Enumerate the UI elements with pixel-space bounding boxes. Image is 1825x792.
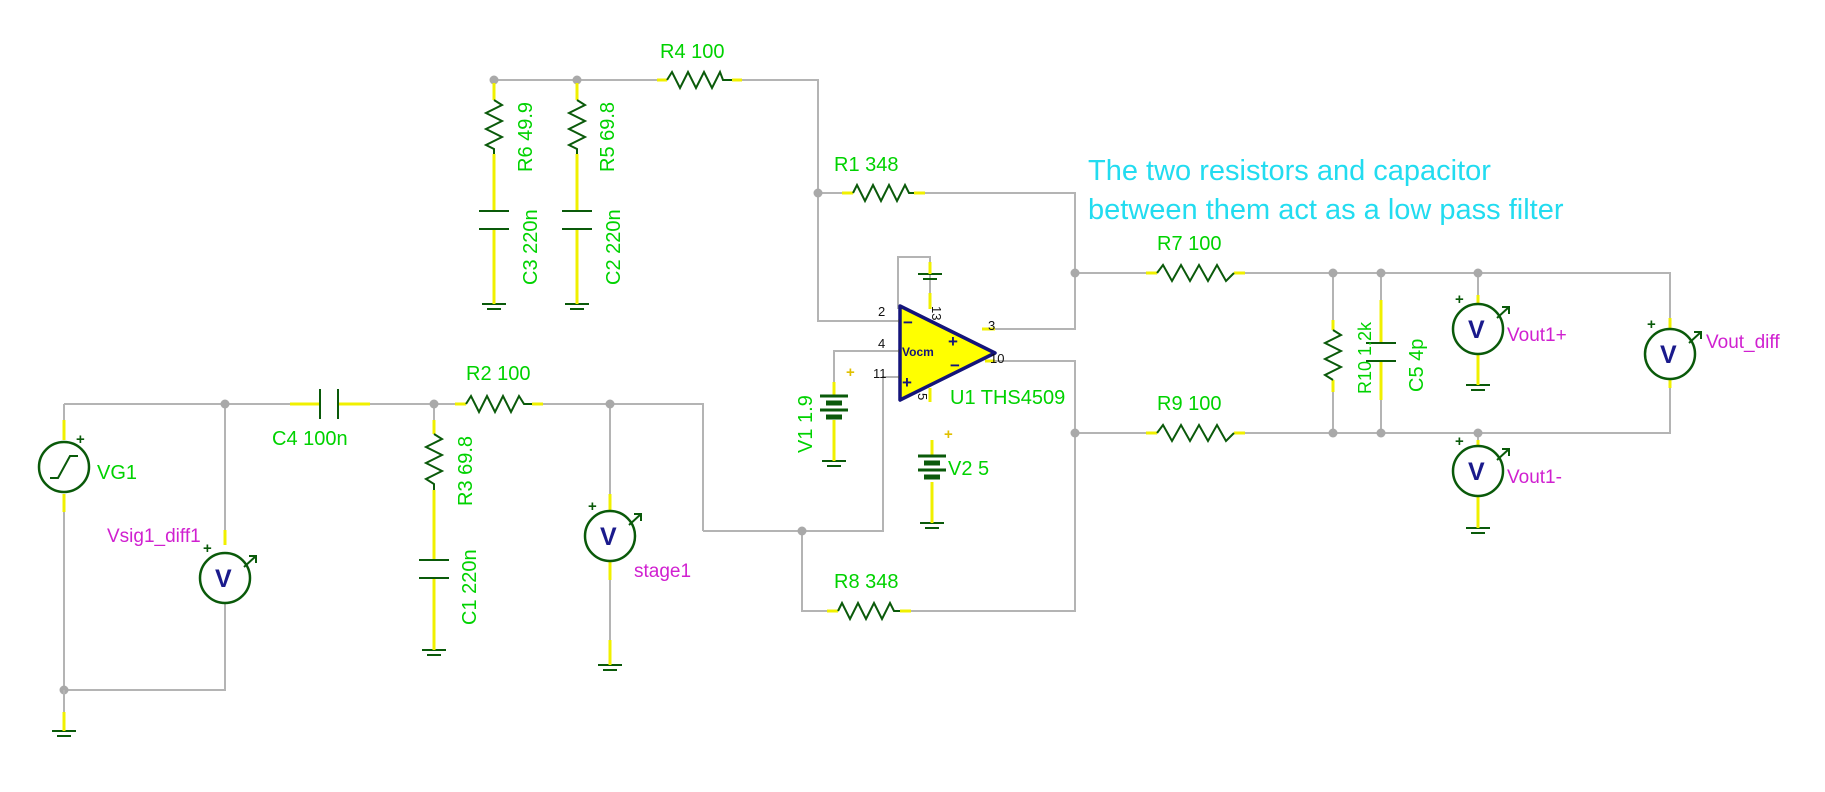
resistor-r8[interactable]	[827, 600, 911, 622]
capacitor-c1[interactable]	[419, 505, 449, 630]
meter-plus: +	[1455, 433, 1464, 450]
voltmeter-vsig1-diff1[interactable]: V +	[198, 530, 257, 605]
resistor-r6[interactable]	[483, 83, 505, 170]
capacitor-c3[interactable]	[479, 170, 509, 290]
label-r2: R2 100	[466, 363, 531, 385]
battery-v1-plus: +	[846, 364, 855, 381]
pin-2-label: 2	[878, 304, 885, 319]
ground-icon	[1466, 368, 1490, 391]
meter-arrow-icon	[1496, 306, 1510, 319]
ground-icon	[482, 290, 506, 310]
label-r5: R5 69.8	[597, 102, 619, 172]
ground-icon	[565, 290, 589, 310]
meter-arrow-icon	[1688, 331, 1702, 344]
meter-plus: +	[588, 498, 597, 515]
resistor-r1[interactable]	[842, 182, 925, 204]
pin-5-label: 5	[915, 393, 930, 400]
pin-3-label: 3	[988, 318, 995, 333]
voltmeter-glyph: V	[215, 565, 232, 593]
resistor-r7[interactable]	[1146, 262, 1245, 284]
label-r7: R7 100	[1157, 233, 1222, 255]
component-labels: R4 100 R1 348 R2 100 C4 100n R8 348 R7 1…	[97, 41, 1428, 625]
label-c3: C3 220n	[520, 209, 542, 285]
opamp-minus-input: −	[903, 313, 913, 332]
resistor-r5[interactable]	[566, 83, 588, 170]
voltmeter-glyph: V	[1468, 316, 1485, 344]
opamp-minus-output: −	[950, 356, 960, 375]
voltmeter-glyph: V	[600, 523, 617, 551]
pin-10-label: 10	[990, 351, 1004, 366]
ground-icon	[52, 690, 76, 737]
wires	[63, 79, 1671, 691]
ground-icon	[422, 630, 446, 656]
voltmeter-glyph: V	[1660, 341, 1677, 369]
label-r10: R10 1.2k	[1355, 321, 1375, 394]
label-c4: C4 100n	[272, 428, 348, 450]
meter-arrow-icon	[243, 555, 257, 568]
pin-11-label: 11	[873, 366, 887, 381]
pin-13-label: 13	[929, 306, 944, 320]
ground-icon	[920, 503, 944, 529]
ground-icon	[822, 440, 846, 467]
label-v1: V1 1.9	[795, 395, 817, 453]
signal-source-vg1[interactable]: +	[37, 420, 91, 512]
resistor-r2[interactable]	[455, 393, 543, 415]
voltmeter-vout-diff[interactable]: V +	[1643, 316, 1702, 388]
label-vg1: VG1	[97, 462, 137, 484]
label-c5: C5 4p	[1406, 339, 1428, 392]
voltmeter-glyph: V	[1468, 458, 1485, 486]
ground-icon	[918, 262, 942, 280]
voltmeter-stage1[interactable]: V +	[583, 494, 642, 640]
capacitor-c4[interactable]	[290, 389, 370, 419]
battery-v2[interactable]: +	[918, 426, 953, 503]
label-vout1-plus: Vout1+	[1507, 325, 1567, 346]
battery-v2-plus: +	[944, 426, 953, 443]
meter-plus: +	[1455, 291, 1464, 308]
label-u1: U1 THS4509	[950, 387, 1065, 409]
label-r6: R6 49.9	[515, 102, 537, 172]
opamp-plus-input: +	[902, 373, 912, 392]
resistor-r10[interactable]	[1322, 320, 1344, 392]
annotation-note: The two resistors and capacitor between …	[1088, 155, 1564, 226]
label-r8: R8 348	[834, 571, 899, 593]
label-vout-diff: Vout_diff	[1706, 332, 1780, 353]
label-v2: V2 5	[948, 458, 989, 480]
pin-4-label: 4	[878, 336, 885, 351]
resistor-r3[interactable]	[423, 420, 445, 505]
voltmeter-vout1-minus[interactable]: V +	[1451, 433, 1510, 505]
ground-icon	[598, 640, 622, 671]
meter-arrow-icon	[1496, 448, 1510, 461]
source-plus: +	[76, 431, 85, 448]
voltmeter-vout1-plus[interactable]: V +	[1451, 291, 1510, 368]
ground-icon	[1466, 505, 1490, 534]
label-r4: R4 100	[660, 41, 725, 63]
label-c2: C2 220n	[603, 209, 625, 285]
label-vsig1-diff1: Vsig1_diff1	[107, 526, 201, 547]
opamp-u1[interactable]: Vocm − + + − 2 4 11 13 3 10 5	[873, 293, 1004, 402]
meter-plus: +	[1647, 316, 1656, 333]
label-r1: R1 348	[834, 154, 899, 176]
step-waveform-icon	[50, 455, 78, 479]
ground-symbols	[52, 262, 1490, 737]
opamp-plus-output: +	[948, 332, 958, 351]
meter-arrow-icon	[628, 513, 642, 526]
label-r3: R3 69.8	[455, 436, 477, 506]
meter-plus: +	[203, 540, 212, 557]
meter-labels: Vsig1_diff1 stage1 Vout1+ Vout1- Vout_di…	[107, 325, 1780, 582]
label-c1: C1 220n	[459, 549, 481, 625]
capacitor-c2[interactable]	[562, 170, 592, 290]
label-stage1: stage1	[634, 561, 691, 582]
junctions	[59, 75, 1483, 695]
resistor-r9[interactable]	[1146, 422, 1245, 444]
resistor-r4[interactable]	[657, 69, 742, 91]
annotation-line-2: between them act as a low pass filter	[1088, 194, 1564, 226]
capacitor-c5[interactable]	[1366, 300, 1396, 400]
label-vout1-minus: Vout1-	[1507, 467, 1562, 488]
opamp-vocm-label: Vocm	[902, 345, 934, 359]
label-r9: R9 100	[1157, 393, 1222, 415]
annotation-line-1: The two resistors and capacitor	[1088, 155, 1491, 187]
battery-v1[interactable]: +	[820, 364, 855, 440]
